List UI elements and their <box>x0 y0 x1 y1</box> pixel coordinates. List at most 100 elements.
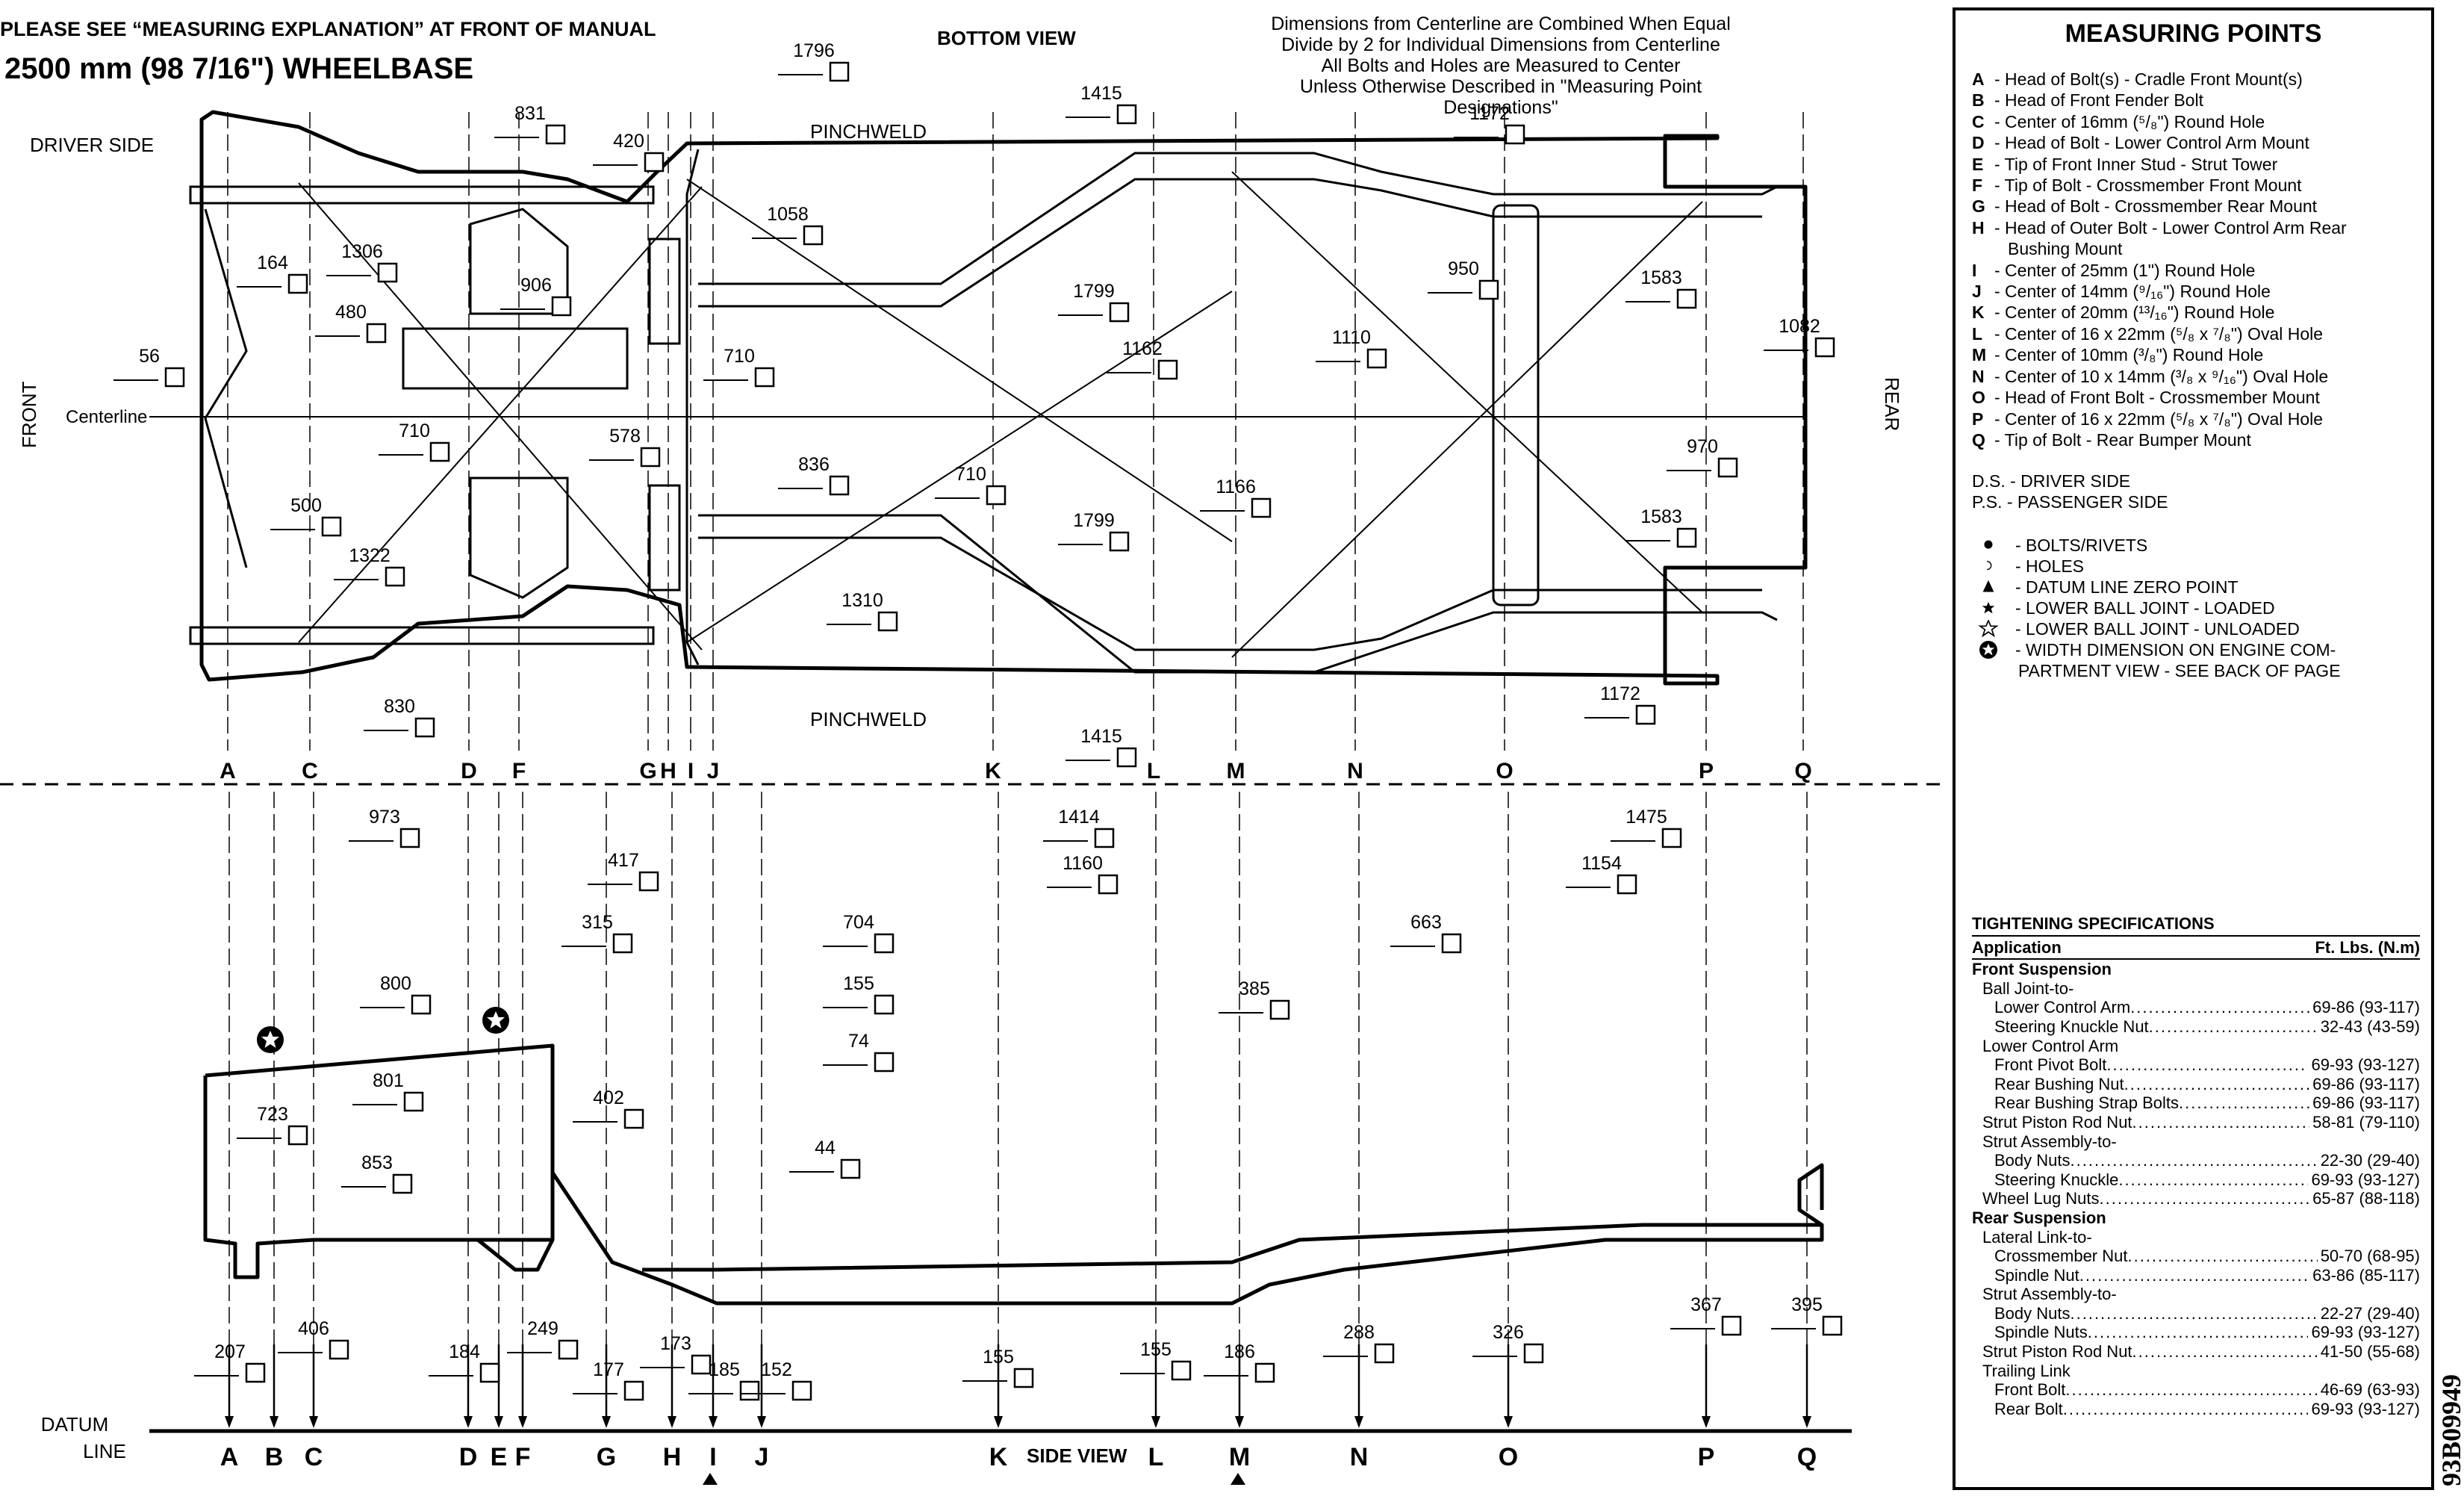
dimension-value: 155 <box>1140 1339 1172 1360</box>
arrow-head <box>1151 1416 1160 1428</box>
measuring-point-item: B- Head of Front Fender Bolt <box>1972 90 2427 111</box>
dimension-value: 723 <box>257 1104 288 1125</box>
tightening-row: Steering Knuckle Nut32-43 (43-59) <box>1972 1017 2420 1037</box>
leader-dots <box>2088 1323 2309 1342</box>
legend-text: - WIDTH DIMENSION ON ENGINE COM- <box>2015 640 2336 660</box>
measuring-points-title: MEASURING POINTS <box>2065 19 2322 48</box>
tightening-header: Application Ft. Lbs. (N.m) <box>1972 934 2420 960</box>
arrow-head <box>225 1416 234 1428</box>
tightening-label: Front Pivot Bolt <box>1994 1055 2107 1075</box>
note-line: Dimensions from Centerline are Combined … <box>1271 13 1731 34</box>
side-point-label-m: M <box>1229 1443 1250 1471</box>
leader-dots <box>2071 1304 2318 1323</box>
dimension-value: 1110 <box>1332 327 1371 348</box>
tightening-row: Wheel Lug Nuts65-87 (88-118) <box>1972 1189 2420 1208</box>
tightening-row: Rear Bushing Nut69-86 (93-117) <box>1972 1075 2420 1094</box>
measuring-point-text: Bushing Mount <box>2008 239 2123 259</box>
dimension-checkbox <box>558 1339 579 1360</box>
dimension-value: 367 <box>1690 1294 1722 1315</box>
dimension-value: 1082 <box>1779 316 1820 337</box>
tightening-row: Front Pivot Bolt69-93 (93-127) <box>1972 1055 2420 1075</box>
measuring-point-text: - Head of Bolt(s) - Cradle Front Mount(s… <box>1994 69 2303 89</box>
tightening-label: Strut Assembly-to- <box>1982 1132 2117 1151</box>
dimension-value: 1322 <box>349 545 391 566</box>
measuring-point-key: F <box>1972 176 1983 196</box>
dimension-value: 155 <box>843 973 874 994</box>
measuring-point-text: - Center of 16 x 22mm (⁵/₈ x ⁷/₈") Oval … <box>1994 323 2324 344</box>
measuring-point-item: H- Head of Outer Bolt - Lower Control Ar… <box>1972 217 2427 238</box>
tightening-title: TIGHTENING SPECIFICATIONS <box>1972 914 2215 933</box>
bottom-view-label: BOTTOM VIEW <box>937 27 1076 49</box>
dimension-checkbox <box>329 1339 349 1360</box>
tightening-row: Trailing Link <box>1972 1362 2420 1381</box>
measuring-point-key: O <box>1972 388 1985 408</box>
tightening-row: Crossmember Nut50-70 (68-95) <box>1972 1247 2420 1266</box>
line-label: LINE <box>83 1440 126 1462</box>
dimension-value: 836 <box>798 454 830 475</box>
dimension-checkbox <box>429 441 450 462</box>
tightening-row: Lower Control Arm69-86 (93-117) <box>1972 998 2420 1017</box>
point-label-j: J <box>707 759 720 783</box>
measuring-point-text: - Center of 10 x 14mm (³/₈ x ⁹/₁₆") Oval… <box>1994 366 2329 386</box>
leader-dots <box>2100 1189 2310 1208</box>
dimension-checkbox <box>638 871 659 892</box>
dimension-value: 164 <box>257 252 288 273</box>
tightening-row: Strut Piston Rod Nut58-81 (79-110) <box>1972 1113 2420 1132</box>
legend-item: - HOLES <box>1972 556 2341 577</box>
dimension-checkbox <box>411 994 432 1015</box>
measuring-point-text: - Head of Bolt - Crossmember Rear Mount <box>1994 196 2318 217</box>
tightening-value: 22-30 (29-40) <box>2320 1151 2420 1170</box>
dimension-checkbox <box>1013 1368 1034 1388</box>
point-label-h: H <box>660 759 676 783</box>
arrow-head <box>668 1416 676 1428</box>
point-label-q: Q <box>1794 759 1811 783</box>
dimension-checkbox <box>739 1380 760 1401</box>
dimension-checkbox <box>1157 359 1178 380</box>
dimension-value: 315 <box>582 912 613 933</box>
point-label-i: I <box>688 759 694 783</box>
point-label-o: O <box>1496 759 1513 783</box>
side-point-label-d: D <box>459 1443 478 1471</box>
reference-panel: MEASURING POINTS A - Head of Bolt(s) - Cr… <box>1953 7 2434 1490</box>
dimension-notes: Dimensions from Centerline are Combined … <box>1269 13 1732 118</box>
measuring-point-key: N <box>1972 366 1985 386</box>
dimension-checkbox <box>1269 999 1290 1020</box>
leader-dots <box>2132 1113 2310 1132</box>
measuring-point-key: L <box>1972 323 1983 344</box>
leader-dots <box>2179 1093 2309 1113</box>
dimension-value: 906 <box>520 275 552 296</box>
measuring-point-key: K <box>1972 302 1985 323</box>
wheelbase-title: 2500 mm (98 7/16") WHEELBASE <box>4 52 474 85</box>
dimension-checkbox <box>1109 531 1130 552</box>
abbreviation: D.S. - DRIVER SIDE <box>1972 471 2131 491</box>
tightening-value: 58-81 (79-110) <box>2312 1112 2420 1132</box>
pinchweld-top-label: PINCHWELD <box>810 120 927 143</box>
dimension-value: 185 <box>709 1359 740 1380</box>
measuring-point-text: - Head of Front Fender Bolt <box>1994 90 2203 111</box>
tightening-value: 69-93 (93-127) <box>2311 1399 2420 1418</box>
dimension-checkbox <box>623 1108 644 1129</box>
dimension-checkbox <box>874 1052 895 1073</box>
dimension-value: 44 <box>815 1138 836 1158</box>
point-label-a: A <box>220 759 236 783</box>
dimension-checkbox <box>1109 302 1130 323</box>
dimension-value: 288 <box>1343 1322 1375 1343</box>
dimension-value: 800 <box>380 973 411 994</box>
dimension-checkbox <box>399 828 420 848</box>
measuring-point-key: A <box>1972 69 1985 89</box>
tightening-row: Rear Bolt69-93 (93-127) <box>1972 1400 2420 1419</box>
dimension-value: 207 <box>214 1341 246 1362</box>
side-point-label-o: O <box>1499 1443 1518 1471</box>
arrow-head <box>1235 1416 1244 1428</box>
abbreviation: P.S. - PASSENGER SIDE <box>1972 492 2168 512</box>
measuring-point-key: D <box>1972 133 1985 153</box>
bottom-view-rails <box>189 149 1778 674</box>
tightening-row: Rear Bushing Strap Bolts69-86 (93-117) <box>1972 1093 2420 1113</box>
dimension-value: 184 <box>449 1341 480 1362</box>
dimension-value: 1475 <box>1625 807 1667 828</box>
abbreviations: D.S. - DRIVER SIDE P.S. - PASSENGER SIDE <box>1972 471 2168 512</box>
measuring-point-key: G <box>1972 196 1985 217</box>
leader-dots <box>2130 998 2309 1017</box>
dimension-checkbox <box>1814 337 1835 358</box>
